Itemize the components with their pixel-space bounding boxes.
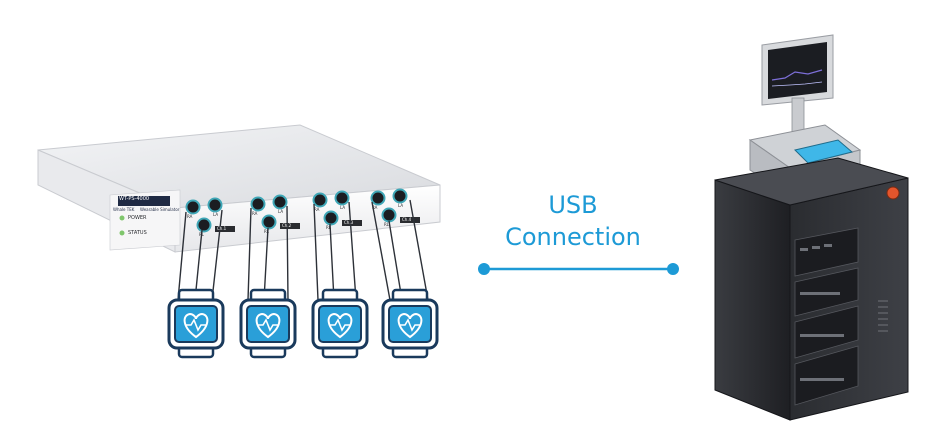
cables	[177, 199, 429, 301]
status-label: STATUS	[128, 230, 147, 236]
connector-group-2	[250, 194, 288, 230]
ch1-rl-label: RL	[199, 232, 205, 237]
ch2-la-label: LA	[278, 209, 284, 214]
power-led-icon	[119, 215, 125, 221]
smart-watch-4	[381, 288, 439, 359]
ch4-ra-label: RA	[372, 205, 378, 210]
connector-group-4	[370, 188, 408, 223]
channel-tag-4-bg	[400, 217, 420, 223]
model-badge	[118, 196, 170, 206]
ch1-ra-label: RA	[187, 214, 193, 219]
ch3-ra-label: RA	[314, 207, 320, 212]
ch3-la-label: LA	[340, 205, 346, 210]
smart-watch-3	[311, 288, 369, 359]
device-model-label: WT-PS-4000	[119, 196, 150, 202]
ch4-la-label: LA	[398, 203, 404, 208]
usb-label: USB	[548, 191, 598, 219]
power-label: POWER	[128, 215, 147, 221]
ch2-ra-label: RA	[252, 211, 258, 216]
test-station-tower	[714, 34, 909, 421]
smart-watch-2	[239, 288, 297, 359]
ch3-rl-label: RL	[326, 225, 332, 230]
ch1-tag: Ch.1	[217, 226, 227, 231]
ch4-tag: Ch.4	[402, 217, 412, 222]
ch1-la-label: LA	[213, 212, 219, 217]
connection-label: Connection	[505, 223, 641, 251]
device-brand-label: Whale TEK	[113, 207, 135, 212]
connector-group-3	[312, 190, 350, 226]
device-subtitle-label: Wearable Simulator	[140, 207, 180, 212]
smart-watch-1	[167, 288, 225, 359]
usb-connection-line	[478, 263, 679, 275]
channel-tag-3-bg	[342, 220, 362, 226]
ch4-rl-label: RL	[384, 222, 390, 227]
ch2-tag: Ch.2	[282, 223, 292, 228]
channel-tag-1-bg	[215, 226, 235, 232]
monitor-screen	[768, 42, 827, 99]
channel-tag-2-bg	[280, 223, 300, 229]
ch2-rl-label: RL	[264, 229, 270, 234]
console-touchscreen	[794, 139, 854, 164]
ch3-tag: Ch.3	[344, 220, 354, 225]
emergency-stop-icon	[886, 186, 900, 200]
connector-group-1	[185, 197, 223, 233]
status-led-icon	[119, 230, 125, 236]
wearable-simulator-device	[37, 124, 441, 253]
